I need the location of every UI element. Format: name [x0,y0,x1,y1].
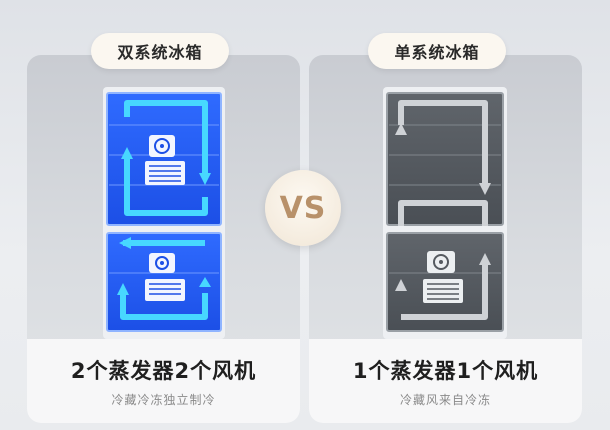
fan-icon [427,251,455,273]
fan-icon [149,253,175,273]
dual-system-caption: 2个蒸发器2个风机 冷藏冷冻独立制冷 [27,339,300,423]
single-system-fridge-illustration [383,87,507,339]
dual-system-panel: 2个蒸发器2个风机 冷藏冷冻独立制冷 [27,55,300,423]
evaporator-icon [423,279,463,303]
dual-system-fridge-illustration [103,87,225,339]
evaporator-icon [145,279,185,301]
single-system-badge: 单系统冰箱 [368,33,506,69]
dual-system-badge: 双系统冰箱 [91,33,229,69]
dual-system-title: 2个蒸发器2个风机 [70,358,257,383]
single-system-panel: 1个蒸发器1个风机 冷藏风来自冷冻 [309,55,582,423]
vs-label: VS [279,190,327,226]
evaporator-icon [145,161,185,185]
single-system-caption: 1个蒸发器1个风机 冷藏风来自冷冻 [309,339,582,423]
single-system-subtitle: 冷藏风来自冷冻 [399,392,491,407]
dual-system-subtitle: 冷藏冷冻独立制冷 [111,392,216,407]
vs-badge: VS [265,170,341,246]
fan-icon [149,135,175,157]
single-system-title: 1个蒸发器1个风机 [352,358,539,383]
